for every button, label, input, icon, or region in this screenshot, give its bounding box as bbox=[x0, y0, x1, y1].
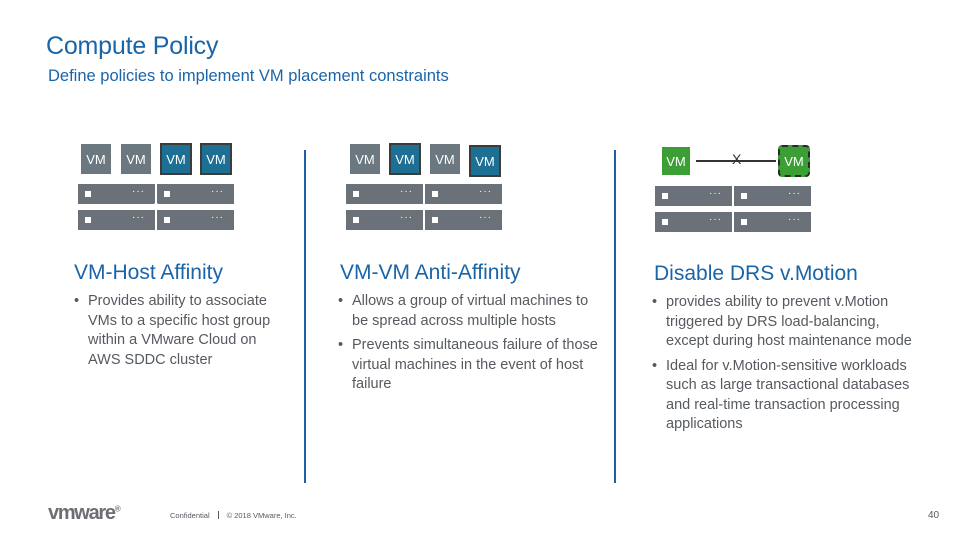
page-subtitle: Define policies to implement VM placemen… bbox=[48, 67, 449, 85]
host-led-icon bbox=[432, 191, 438, 197]
host-server: ··· bbox=[733, 211, 812, 233]
host-server: ··· bbox=[345, 209, 424, 231]
column-heading-vm-host-affinity: VM-Host Affinity bbox=[74, 261, 223, 284]
host-led-icon bbox=[741, 219, 747, 225]
host-dots: ··· bbox=[788, 214, 801, 225]
migration-arrow-line bbox=[696, 160, 776, 162]
host-dots: ··· bbox=[211, 212, 224, 223]
footer-separator bbox=[217, 511, 219, 519]
vm-label: VM bbox=[86, 151, 106, 167]
vm-label: VM bbox=[435, 151, 455, 167]
host-led-icon bbox=[164, 191, 170, 197]
page-number: 40 bbox=[928, 510, 940, 521]
bullet-item: Allows a group of virtual machines to be… bbox=[338, 292, 602, 331]
host-dots: ··· bbox=[479, 212, 492, 223]
host-server: ··· bbox=[77, 209, 156, 231]
host-server: ··· bbox=[345, 183, 424, 205]
confidential-label: Confidential bbox=[170, 511, 210, 520]
bullet-item: Provides ability to associate VMs to a s… bbox=[74, 292, 279, 370]
host-dots: ··· bbox=[709, 214, 722, 225]
column-divider bbox=[614, 150, 616, 483]
host-dots: ··· bbox=[132, 186, 145, 197]
vm-box-pinned: VM bbox=[660, 145, 692, 177]
vm-label: VM bbox=[206, 151, 226, 167]
host-led-icon bbox=[662, 219, 668, 225]
host-led-icon bbox=[353, 217, 359, 223]
host-server: ··· bbox=[654, 211, 733, 233]
vm-box-anti-affine: VM bbox=[389, 143, 421, 175]
column-heading-vm-vm-anti-affinity: VM-VM Anti-Affinity bbox=[340, 261, 521, 284]
bullet-list: Allows a group of virtual machines to be… bbox=[338, 292, 602, 400]
host-dots: ··· bbox=[211, 186, 224, 197]
host-led-icon bbox=[741, 193, 747, 199]
vm-label: VM bbox=[475, 153, 495, 169]
host-server: ··· bbox=[77, 183, 156, 205]
host-dots: ··· bbox=[709, 188, 722, 199]
blocked-migration-icon: X bbox=[732, 151, 742, 167]
vm-box: VM bbox=[349, 143, 381, 175]
column-heading-disable-drs-vmotion: Disable DRS v.Motion bbox=[654, 262, 858, 285]
copyright-text: © 2018 VMware, Inc. bbox=[226, 511, 297, 520]
footer-legal: Confidential © 2018 VMware, Inc. bbox=[170, 511, 297, 520]
host-server: ··· bbox=[156, 183, 235, 205]
vm-label: VM bbox=[355, 151, 375, 167]
vm-label: VM bbox=[395, 151, 415, 167]
vm-label: VM bbox=[784, 153, 804, 169]
vm-box-affine: VM bbox=[200, 143, 232, 175]
host-server: ··· bbox=[654, 185, 733, 207]
bullet-list: Provides ability to associate VMs to a s… bbox=[74, 292, 279, 375]
host-server: ··· bbox=[424, 209, 503, 231]
host-dots: ··· bbox=[400, 212, 413, 223]
vmware-logo: vmware® bbox=[48, 502, 121, 524]
vm-box-anti-affine: VM bbox=[469, 145, 501, 177]
column-divider bbox=[304, 150, 306, 483]
vm-box: VM bbox=[80, 143, 112, 175]
host-led-icon bbox=[662, 193, 668, 199]
vm-box: VM bbox=[120, 143, 152, 175]
vm-box-affine: VM bbox=[160, 143, 192, 175]
bullet-item: Ideal for v.Motion-sensitive workloads s… bbox=[652, 357, 912, 435]
vm-label: VM bbox=[166, 151, 186, 167]
host-led-icon bbox=[85, 217, 91, 223]
vm-label: VM bbox=[666, 153, 686, 169]
host-led-icon bbox=[85, 191, 91, 197]
bullet-item: provides ability to prevent v.Motion tri… bbox=[652, 293, 912, 352]
host-group-joint-icon bbox=[153, 203, 159, 209]
bullet-item: Prevents simultaneous failure of those v… bbox=[338, 336, 602, 395]
vm-box-migration-target: VM bbox=[778, 145, 810, 177]
vm-label: VM bbox=[126, 151, 146, 167]
host-server: ··· bbox=[424, 183, 503, 205]
host-dots: ··· bbox=[479, 186, 492, 197]
host-led-icon bbox=[353, 191, 359, 197]
bullet-list: provides ability to prevent v.Motion tri… bbox=[652, 293, 912, 440]
host-server: ··· bbox=[733, 185, 812, 207]
host-led-icon bbox=[432, 217, 438, 223]
host-dots: ··· bbox=[788, 188, 801, 199]
vm-box: VM bbox=[429, 143, 461, 175]
host-dots: ··· bbox=[132, 212, 145, 223]
host-dots: ··· bbox=[400, 186, 413, 197]
host-led-icon bbox=[164, 217, 170, 223]
host-server: ··· bbox=[156, 209, 235, 231]
page-title: Compute Policy bbox=[46, 32, 219, 60]
